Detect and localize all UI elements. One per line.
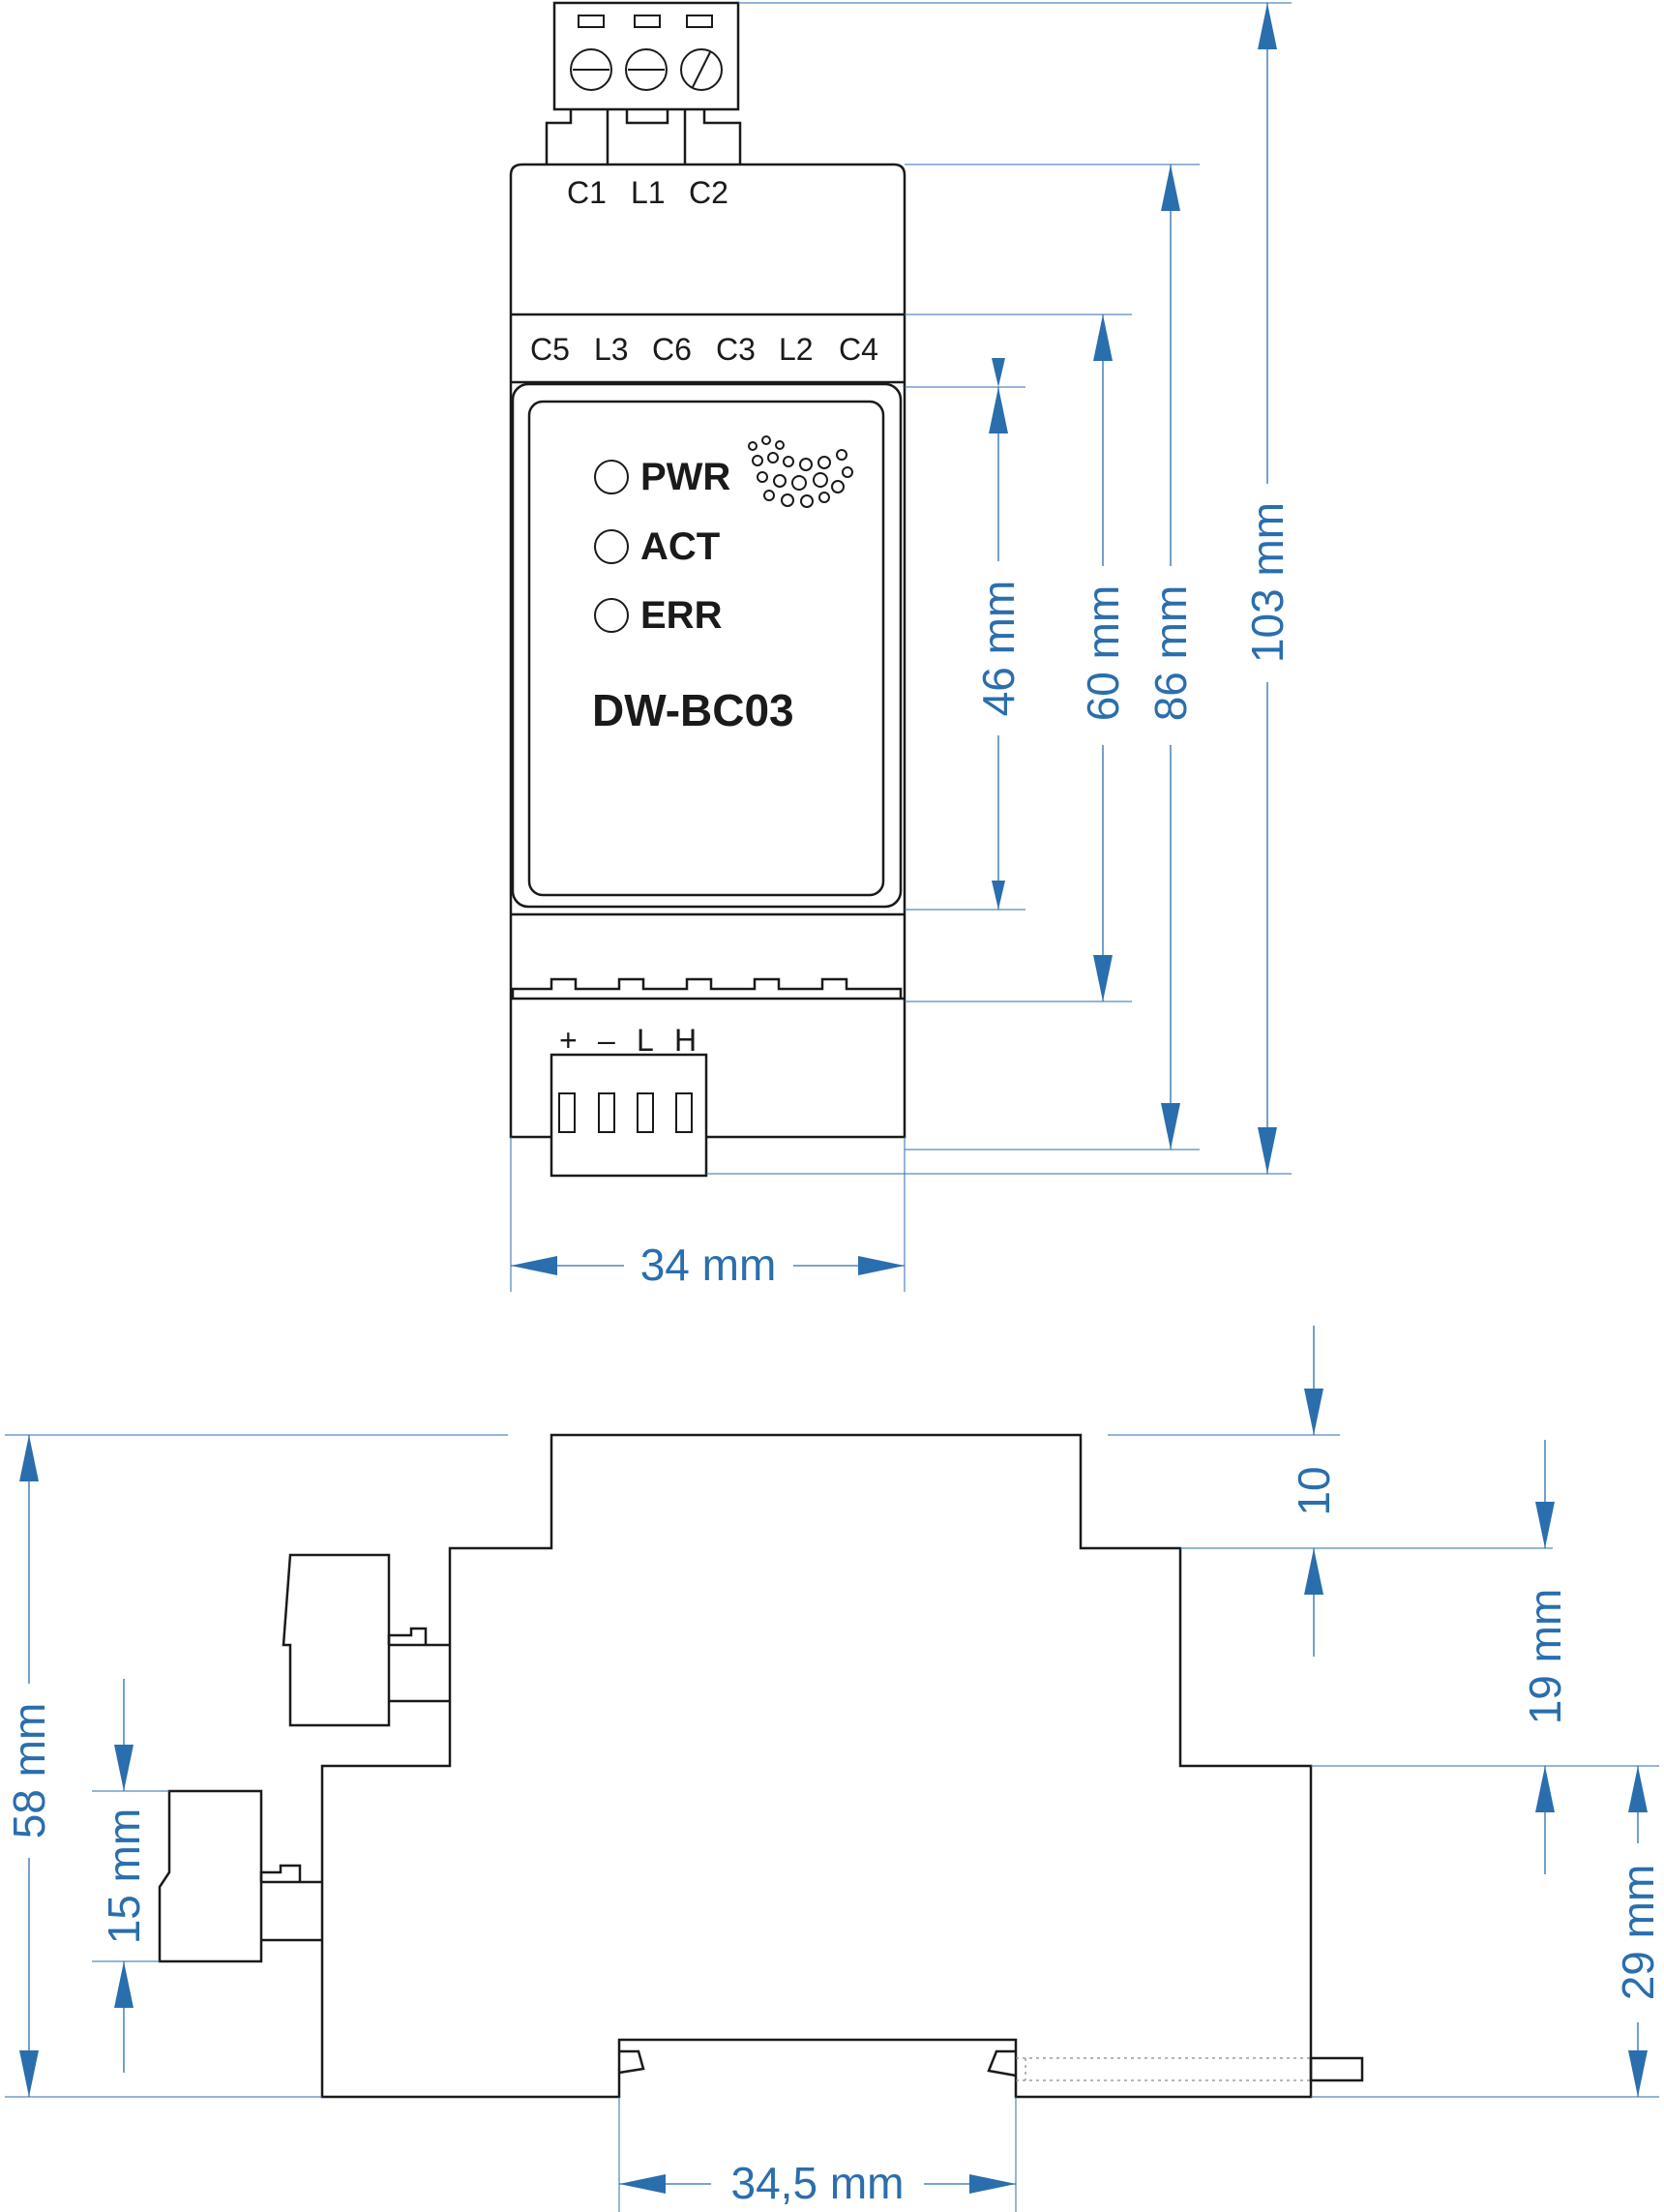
led-icon (594, 529, 629, 564)
dimension-label: 60 mm (1078, 585, 1128, 722)
dimension-label: 19 mm (1520, 1589, 1570, 1725)
dimension-label: 58 mm (4, 1703, 54, 1839)
side-view (158, 1433, 1364, 2099)
terminal-label: H (674, 1023, 697, 1058)
dimension-label: 86 mm (1145, 585, 1196, 722)
model-name: DW-BC03 (592, 685, 794, 735)
screw-icon (680, 48, 723, 91)
terminal-label: C6 (652, 332, 692, 367)
lower-side-terminal (158, 1789, 322, 1963)
terminal-label: L1 (631, 175, 666, 210)
side-dimensions: 58 mm 15 mm 10 19 mm 29 mm 34,5 mm (4, 1326, 1663, 2212)
din-latch (1016, 2056, 1364, 2082)
dimension-label: 34,5 mm (731, 2158, 905, 2208)
led-label: ERR (640, 594, 723, 637)
dimension-label: 34 mm (640, 1240, 777, 1290)
terminal-label: C3 (716, 332, 756, 367)
terminal-label: C4 (839, 332, 878, 367)
led-icon (594, 460, 629, 494)
dimension-label: 103 mm (1242, 502, 1293, 663)
dimension-label: 15 mm (99, 1808, 149, 1945)
led-label: PWR (640, 456, 730, 498)
terminal-label: – (598, 1023, 615, 1058)
front-dimensions: 46 mm 60 mm 86 mm 103 mm 34 mm (510, 2, 1293, 1292)
led-act: ACT (594, 525, 720, 568)
led-pwr: PWR (594, 456, 730, 498)
front-view: PWR ACT ERR DW-BC03 C1 L1 C2 C5 L3 C6 C3… (509, 1, 906, 1178)
terminal-label: L2 (779, 332, 814, 367)
bus-connector (550, 1053, 708, 1178)
logo-icon (748, 435, 853, 508)
terminal-label: C1 (567, 175, 607, 210)
screw-icon (625, 48, 668, 91)
terminal-label: C5 (530, 332, 570, 367)
top-terminal-block (545, 1, 742, 164)
terminal-label: C2 (689, 175, 728, 210)
led-err: ERR (594, 594, 723, 637)
terminal-label: L3 (594, 332, 629, 367)
upper-side-terminal (282, 1553, 450, 1727)
led-label: ACT (640, 525, 720, 568)
terminal-label: + (559, 1023, 578, 1058)
led-icon (594, 598, 629, 633)
screw-icon (570, 48, 612, 91)
dimension-label: 29 mm (1613, 1865, 1663, 2001)
dimension-label: 46 mm (973, 581, 1024, 717)
dimension-label: 10 (1289, 1466, 1339, 1515)
terminal-label: L (637, 1023, 654, 1058)
